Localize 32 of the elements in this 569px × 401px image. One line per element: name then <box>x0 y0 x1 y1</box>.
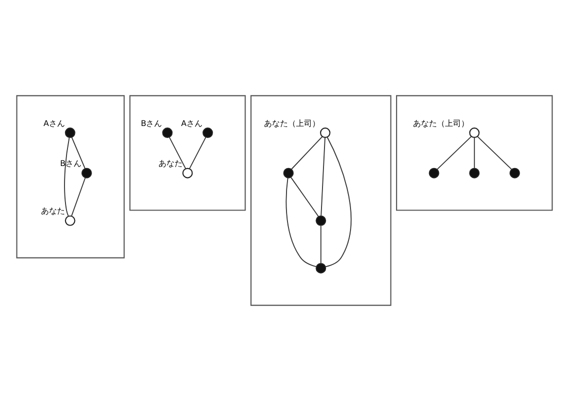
node-circle <box>202 128 213 138</box>
connector <box>320 225 322 264</box>
node-circle <box>469 168 480 178</box>
node-circle <box>64 215 76 226</box>
node-circle <box>182 168 193 178</box>
node-circle <box>510 168 520 178</box>
connector <box>474 137 475 169</box>
node-circle <box>320 128 330 138</box>
node-circle <box>283 168 294 178</box>
cluster <box>16 95 125 258</box>
connector <box>325 136 352 268</box>
cluster <box>396 95 553 211</box>
connector <box>168 136 186 170</box>
cluster <box>250 95 392 306</box>
node-circle <box>162 128 173 138</box>
connector <box>64 137 70 217</box>
node-circle <box>469 128 480 138</box>
connector <box>71 136 86 169</box>
connector <box>290 176 319 217</box>
connector <box>71 177 86 216</box>
cluster <box>129 95 246 211</box>
node-circle <box>428 168 440 178</box>
connector <box>290 136 323 170</box>
connector <box>436 136 472 170</box>
connector <box>189 136 206 170</box>
connector <box>320 137 326 216</box>
node-circle <box>316 215 326 226</box>
node-circle <box>64 128 76 138</box>
node-circle <box>316 263 326 274</box>
connector <box>477 136 512 170</box>
connector <box>286 177 317 268</box>
node-circle <box>81 168 92 178</box>
